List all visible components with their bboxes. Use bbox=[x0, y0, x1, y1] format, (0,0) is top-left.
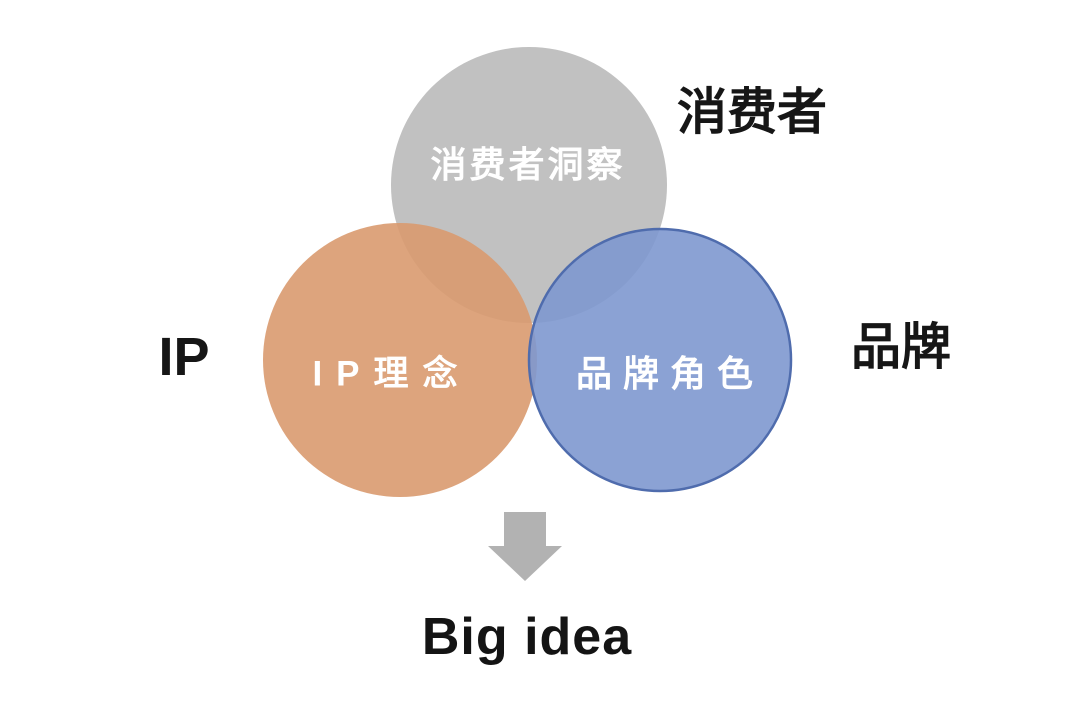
down-arrow bbox=[488, 512, 562, 581]
brand-circle bbox=[527, 227, 793, 493]
brand-role-label: 品牌角色 bbox=[575, 353, 765, 394]
consumer-outer-label: 消费者 bbox=[677, 84, 827, 140]
consumer-insight-label: 消费者洞察 bbox=[430, 144, 626, 185]
brand-outer-label: 品牌 bbox=[851, 319, 951, 375]
ip-outer-label: IP bbox=[158, 327, 210, 387]
big-idea-label: Big idea bbox=[421, 608, 633, 666]
ip-circle bbox=[263, 223, 537, 497]
ip-concept-label: IP理念 bbox=[312, 354, 472, 394]
